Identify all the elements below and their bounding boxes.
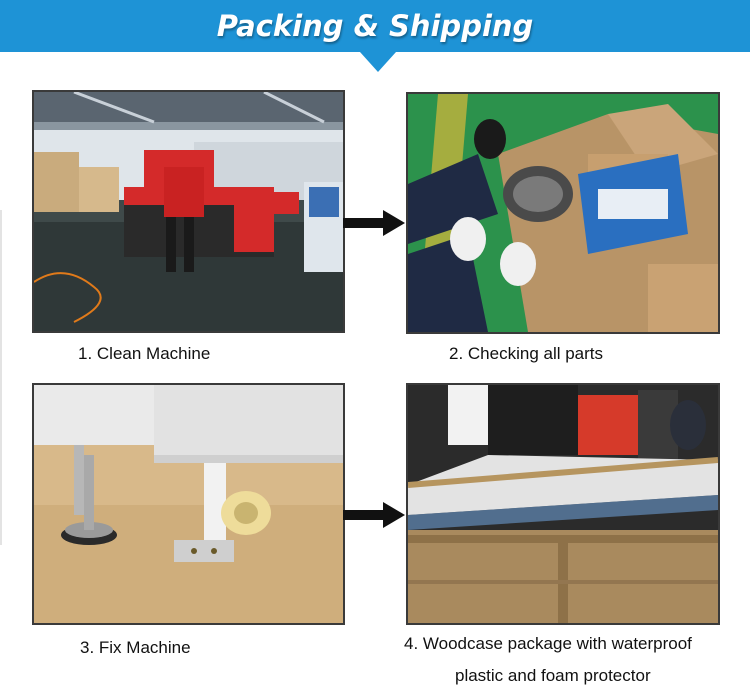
caption-woodcase-line1: 4. Woodcase package with waterproof: [404, 634, 692, 653]
photo-fix-machine: [32, 383, 345, 625]
photo-checking-parts: [406, 92, 720, 334]
page-title: Packing & Shipping: [216, 9, 534, 43]
caption-fix-machine: 3. Fix Machine: [80, 638, 191, 657]
caption-clean-machine: 1. Clean Machine: [78, 344, 211, 363]
right-arrow-icon: [343, 210, 405, 236]
right-arrow-icon: [343, 502, 405, 528]
photo-woodcase-package: [406, 383, 720, 625]
header-banner: Packing & Shipping: [0, 0, 750, 52]
caption-checking-parts: 2. Checking all parts: [449, 344, 604, 363]
photo-clean-machine: [32, 90, 345, 333]
left-divider: [0, 210, 2, 545]
banner-pointer: [360, 52, 396, 72]
caption-woodcase-line2: plastic and foam protector: [455, 666, 651, 685]
